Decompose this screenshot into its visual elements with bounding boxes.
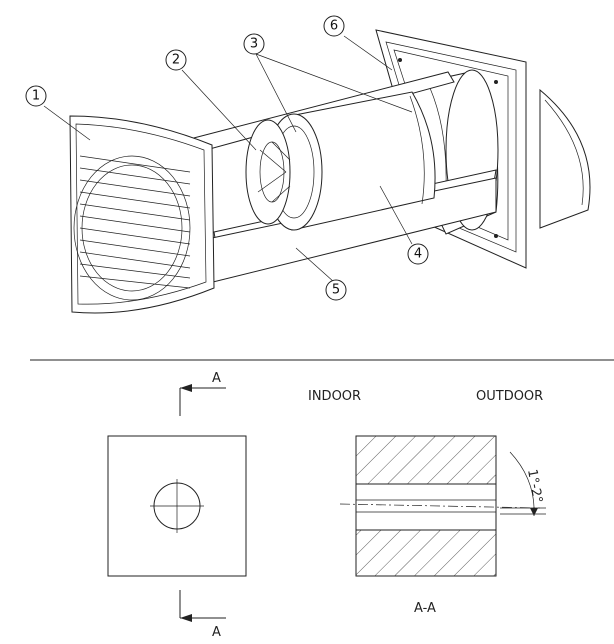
- svg-text:3: 3: [250, 37, 258, 52]
- indoor-label: INDOOR: [308, 389, 361, 404]
- fan-impeller: [245, 119, 291, 225]
- callout-5: 5: [325, 279, 347, 301]
- section-marker-bottom: A: [179, 590, 226, 640]
- indoor-grille: [69, 115, 215, 314]
- grille-slats: [79, 155, 191, 289]
- front-view: [107, 435, 247, 577]
- svg-text:A: A: [212, 371, 221, 386]
- leader-lines: [43, 35, 413, 283]
- svg-text:1°-2°: 1°-2°: [524, 468, 545, 504]
- angle-dimension: 1°-2°: [500, 451, 546, 517]
- svg-text:2: 2: [172, 53, 180, 68]
- svg-text:A: A: [212, 625, 221, 640]
- svg-text:4: 4: [414, 247, 422, 262]
- section-label: A-A: [414, 601, 436, 616]
- callout-3: 3: [243, 33, 265, 55]
- section-view: [339, 435, 541, 577]
- svg-text:1: 1: [32, 89, 40, 104]
- callout-2: 2: [165, 49, 187, 71]
- svg-text:6: 6: [330, 19, 338, 34]
- svg-text:5: 5: [332, 283, 340, 298]
- section-marker-top: A: [179, 371, 226, 416]
- callout-1: 1: [25, 85, 47, 107]
- callout-6: 6: [323, 15, 345, 37]
- outdoor-hood: [539, 88, 591, 229]
- outdoor-label: OUTDOOR: [476, 389, 543, 404]
- callout-4: 4: [407, 243, 429, 265]
